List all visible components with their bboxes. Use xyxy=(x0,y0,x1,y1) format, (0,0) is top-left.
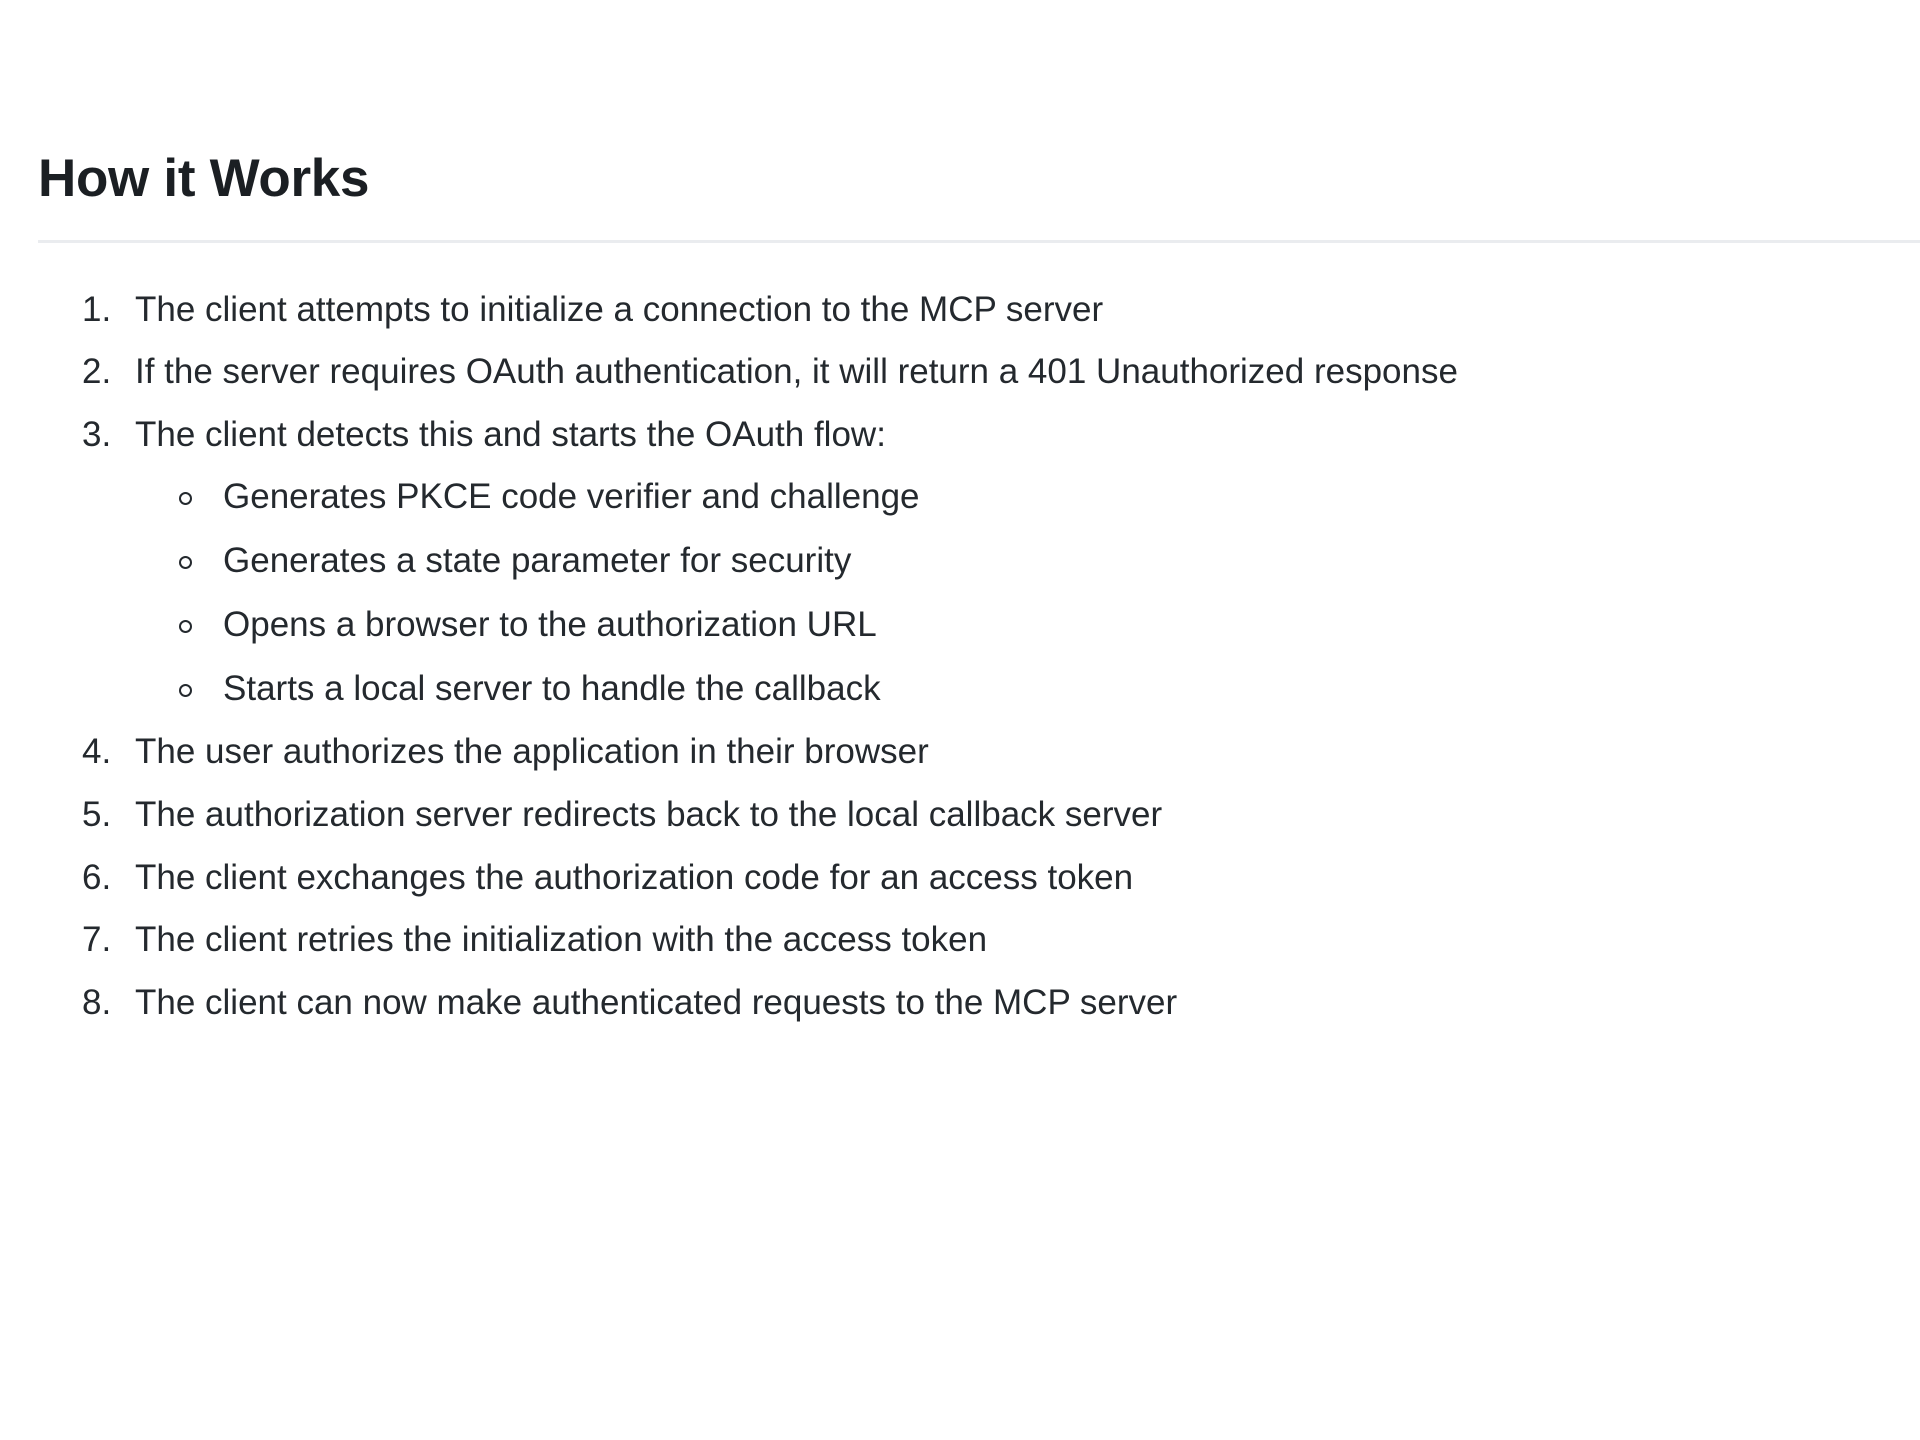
list-item-label: The client can now make authenticated re… xyxy=(135,983,1178,1023)
list-item-marker: 6. xyxy=(82,857,112,897)
list-item-marker: 1. xyxy=(82,289,112,329)
list-item: 5. The authorization server redirects ba… xyxy=(38,792,1920,839)
list-item-marker: 8. xyxy=(82,983,112,1023)
nested-list-item-label: Starts a local server to handle the call… xyxy=(223,668,881,708)
list-item-label: The authorization server redirects back … xyxy=(135,794,1163,834)
list-item-marker: 7. xyxy=(82,920,112,960)
list-item: 4. The user authorizes the application i… xyxy=(38,729,1920,776)
list-item-label: The client detects this and starts the O… xyxy=(135,415,886,455)
list-item-label: The client exchanges the authorization c… xyxy=(135,857,1134,897)
list-item: 1. The client attempts to initialize a c… xyxy=(38,287,1920,334)
circle-bullet-icon xyxy=(179,492,192,506)
list-item-marker: 3. xyxy=(82,415,112,455)
nested-list-item: Starts a local server to handle the call… xyxy=(135,666,1920,713)
nested-list-item-label: Generates PKCE code verifier and challen… xyxy=(223,477,920,517)
nested-list-item: Opens a browser to the authorization URL xyxy=(135,602,1920,649)
circle-bullet-icon xyxy=(179,556,192,570)
circle-bullet-icon xyxy=(179,619,192,633)
title-divider xyxy=(38,239,1920,243)
list-item-label: The client attempts to initialize a conn… xyxy=(135,289,1104,329)
list-item: 8. The client can now make authenticated… xyxy=(38,980,1920,1027)
list-item-label: If the server requires OAuth authenticat… xyxy=(135,352,1458,392)
nested-list-item-label: Opens a browser to the authorization URL xyxy=(223,604,877,644)
list-item-label: The user authorizes the application in t… xyxy=(135,731,929,771)
nested-list-item: Generates PKCE code verifier and challen… xyxy=(135,474,1920,521)
nested-list-item: Generates a state parameter for security xyxy=(135,538,1920,585)
list-item: 2. If the server requires OAuth authenti… xyxy=(38,349,1920,396)
nested-list-item-label: Generates a state parameter for security xyxy=(223,541,852,581)
ordered-step-list: 1. The client attempts to initialize a c… xyxy=(38,251,1920,1028)
list-item-marker: 5. xyxy=(82,794,112,834)
list-item-marker: 2. xyxy=(82,352,112,392)
list-item-label: The client retries the initialization wi… xyxy=(135,920,988,960)
circle-bullet-icon xyxy=(179,683,192,697)
page-title: How it Works xyxy=(38,149,370,208)
list-item-marker: 4. xyxy=(82,731,112,771)
list-item: 7. The client retries the initialization… xyxy=(38,917,1920,964)
list-item: 3. The client detects this and starts th… xyxy=(38,412,1920,712)
list-item: 6. The client exchanges the authorizatio… xyxy=(38,855,1920,902)
nested-bullet-list: Generates PKCE code verifier and challen… xyxy=(135,459,1920,713)
